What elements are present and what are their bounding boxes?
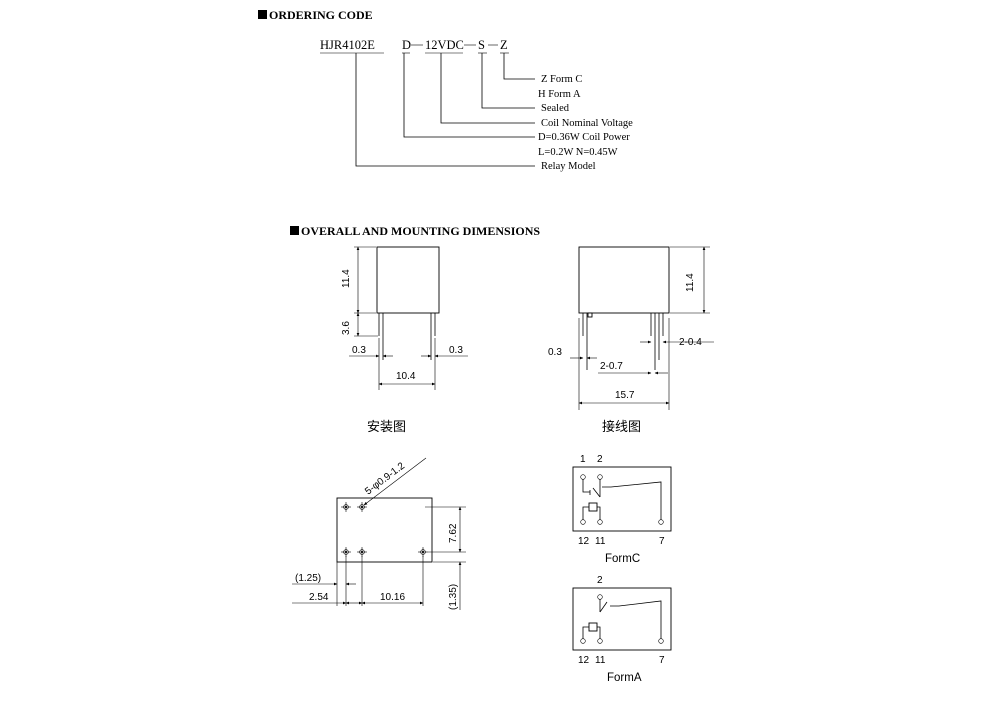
pitch-a-label: 2.54 (309, 592, 329, 603)
front-left-gap-label: 0.3 (352, 345, 366, 356)
code-coil-power: D (402, 38, 411, 52)
note-relay-model: Relay Model (541, 161, 596, 172)
code-contact-form: Z (500, 38, 508, 52)
front-pin-label: 3.6 (341, 321, 352, 335)
section-bullet (258, 10, 267, 19)
forma-title: FormA (607, 672, 642, 684)
ordering-code-section: ORDERING CODE HJR4102E D 12VDC S Z Z For… (258, 8, 633, 172)
front-width-label: 10.4 (396, 371, 416, 382)
dimensions-title: OVERALL AND MOUNTING DIMENSIONS (301, 224, 540, 238)
ordering-code-title: ORDERING CODE (269, 8, 373, 22)
forma-schematic: 2 12 11 7 FormA (572, 575, 672, 684)
formc-outline (572, 466, 672, 532)
note-power-options: L=0.2W N=0.45W (538, 147, 618, 158)
pcb-footprint: 5-φ0.9-1.2 7.62 (1.35) (1.25) 2.54 10.16 (292, 457, 466, 610)
formc-pin-11: 11 (595, 536, 606, 547)
code-coil-voltage: 12VDC (425, 38, 464, 52)
side-view: 11.4 2-0.4 0.3 2-0.7 15.7 接线图 (548, 246, 714, 435)
relay-body-front (376, 246, 440, 314)
side-left-gap-label: 0.3 (548, 347, 562, 358)
side-width-label: 15.7 (615, 390, 635, 401)
side-pin-width-label: 2-0.4 (679, 337, 702, 348)
pin-holes (341, 502, 428, 557)
note-coil-voltage: Coil Nominal Voltage (541, 118, 633, 129)
section-bullet (290, 226, 299, 235)
bottom-offset-label: (1.35) (448, 584, 459, 610)
forma-pin-7: 7 (659, 655, 665, 666)
forma-outline (572, 587, 672, 651)
front-right-gap-label: 0.3 (449, 345, 463, 356)
note-coil-power: D=0.36W Coil Power (538, 132, 630, 143)
relay-body-side (578, 246, 670, 314)
front-view: 11.4 3.6 0.3 0.3 10.4 安装图 (341, 246, 468, 435)
formc-pin-12: 12 (578, 536, 590, 547)
formc-title: FormC (605, 553, 640, 565)
formc-pin-2: 2 (597, 454, 603, 465)
note-form-a: H Form A (538, 89, 581, 100)
vertical-pitch-label: 7.62 (448, 523, 459, 543)
side-height-label: 11.4 (685, 273, 696, 292)
footprint-outline (336, 497, 433, 563)
code-sealed: S (478, 38, 485, 52)
wiring-caption: 接线图 (602, 419, 641, 435)
mounting-caption: 安装图 (367, 420, 406, 435)
forma-pin-2: 2 (597, 575, 603, 586)
front-height-label: 11.4 (341, 269, 352, 288)
forma-pin-11: 11 (595, 655, 606, 666)
side-pin-thickness-label: 2-0.7 (600, 361, 623, 372)
formc-schematic: 1 2 12 11 7 FormC (572, 454, 672, 565)
hole-spec-label: 5-φ0.9-1.2 (363, 460, 407, 497)
left-offset-label: (1.25) (295, 573, 321, 584)
pitch-b-label: 10.16 (380, 592, 405, 603)
formc-pin-7: 7 (659, 536, 665, 547)
forma-pin-12: 12 (578, 655, 590, 666)
note-form-c: Z Form C (541, 74, 582, 85)
code-relay-model: HJR4102E (320, 38, 375, 52)
formc-pin-1: 1 (580, 454, 586, 465)
note-sealed: Sealed (541, 103, 570, 114)
dimensions-section: OVERALL AND MOUNTING DIMENSIONS (290, 224, 540, 238)
